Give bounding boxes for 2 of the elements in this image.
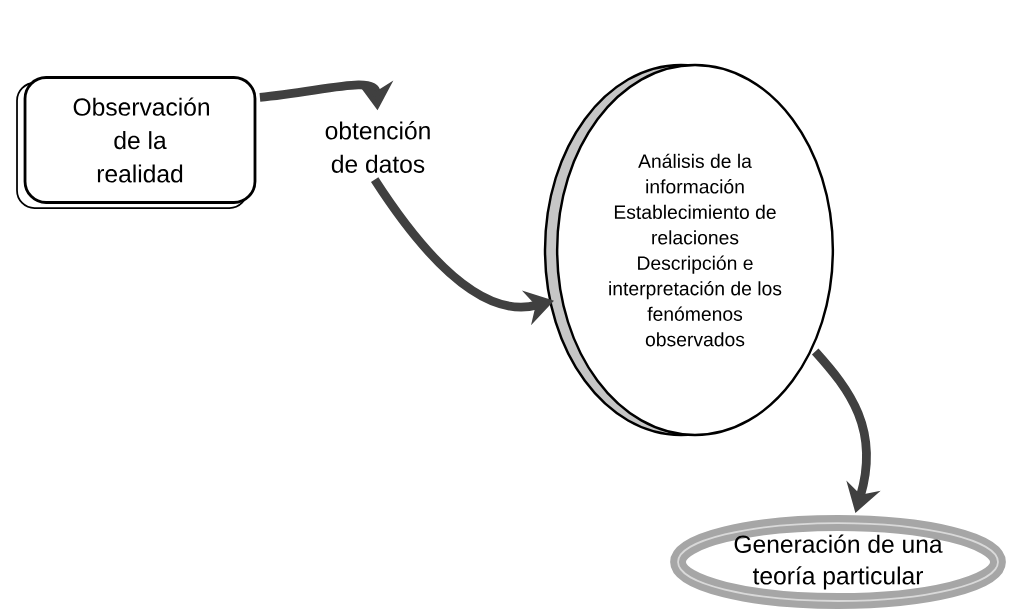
step-text: obtención de datos	[325, 121, 430, 173]
process-box: Observación de la realidad	[16, 76, 257, 209]
